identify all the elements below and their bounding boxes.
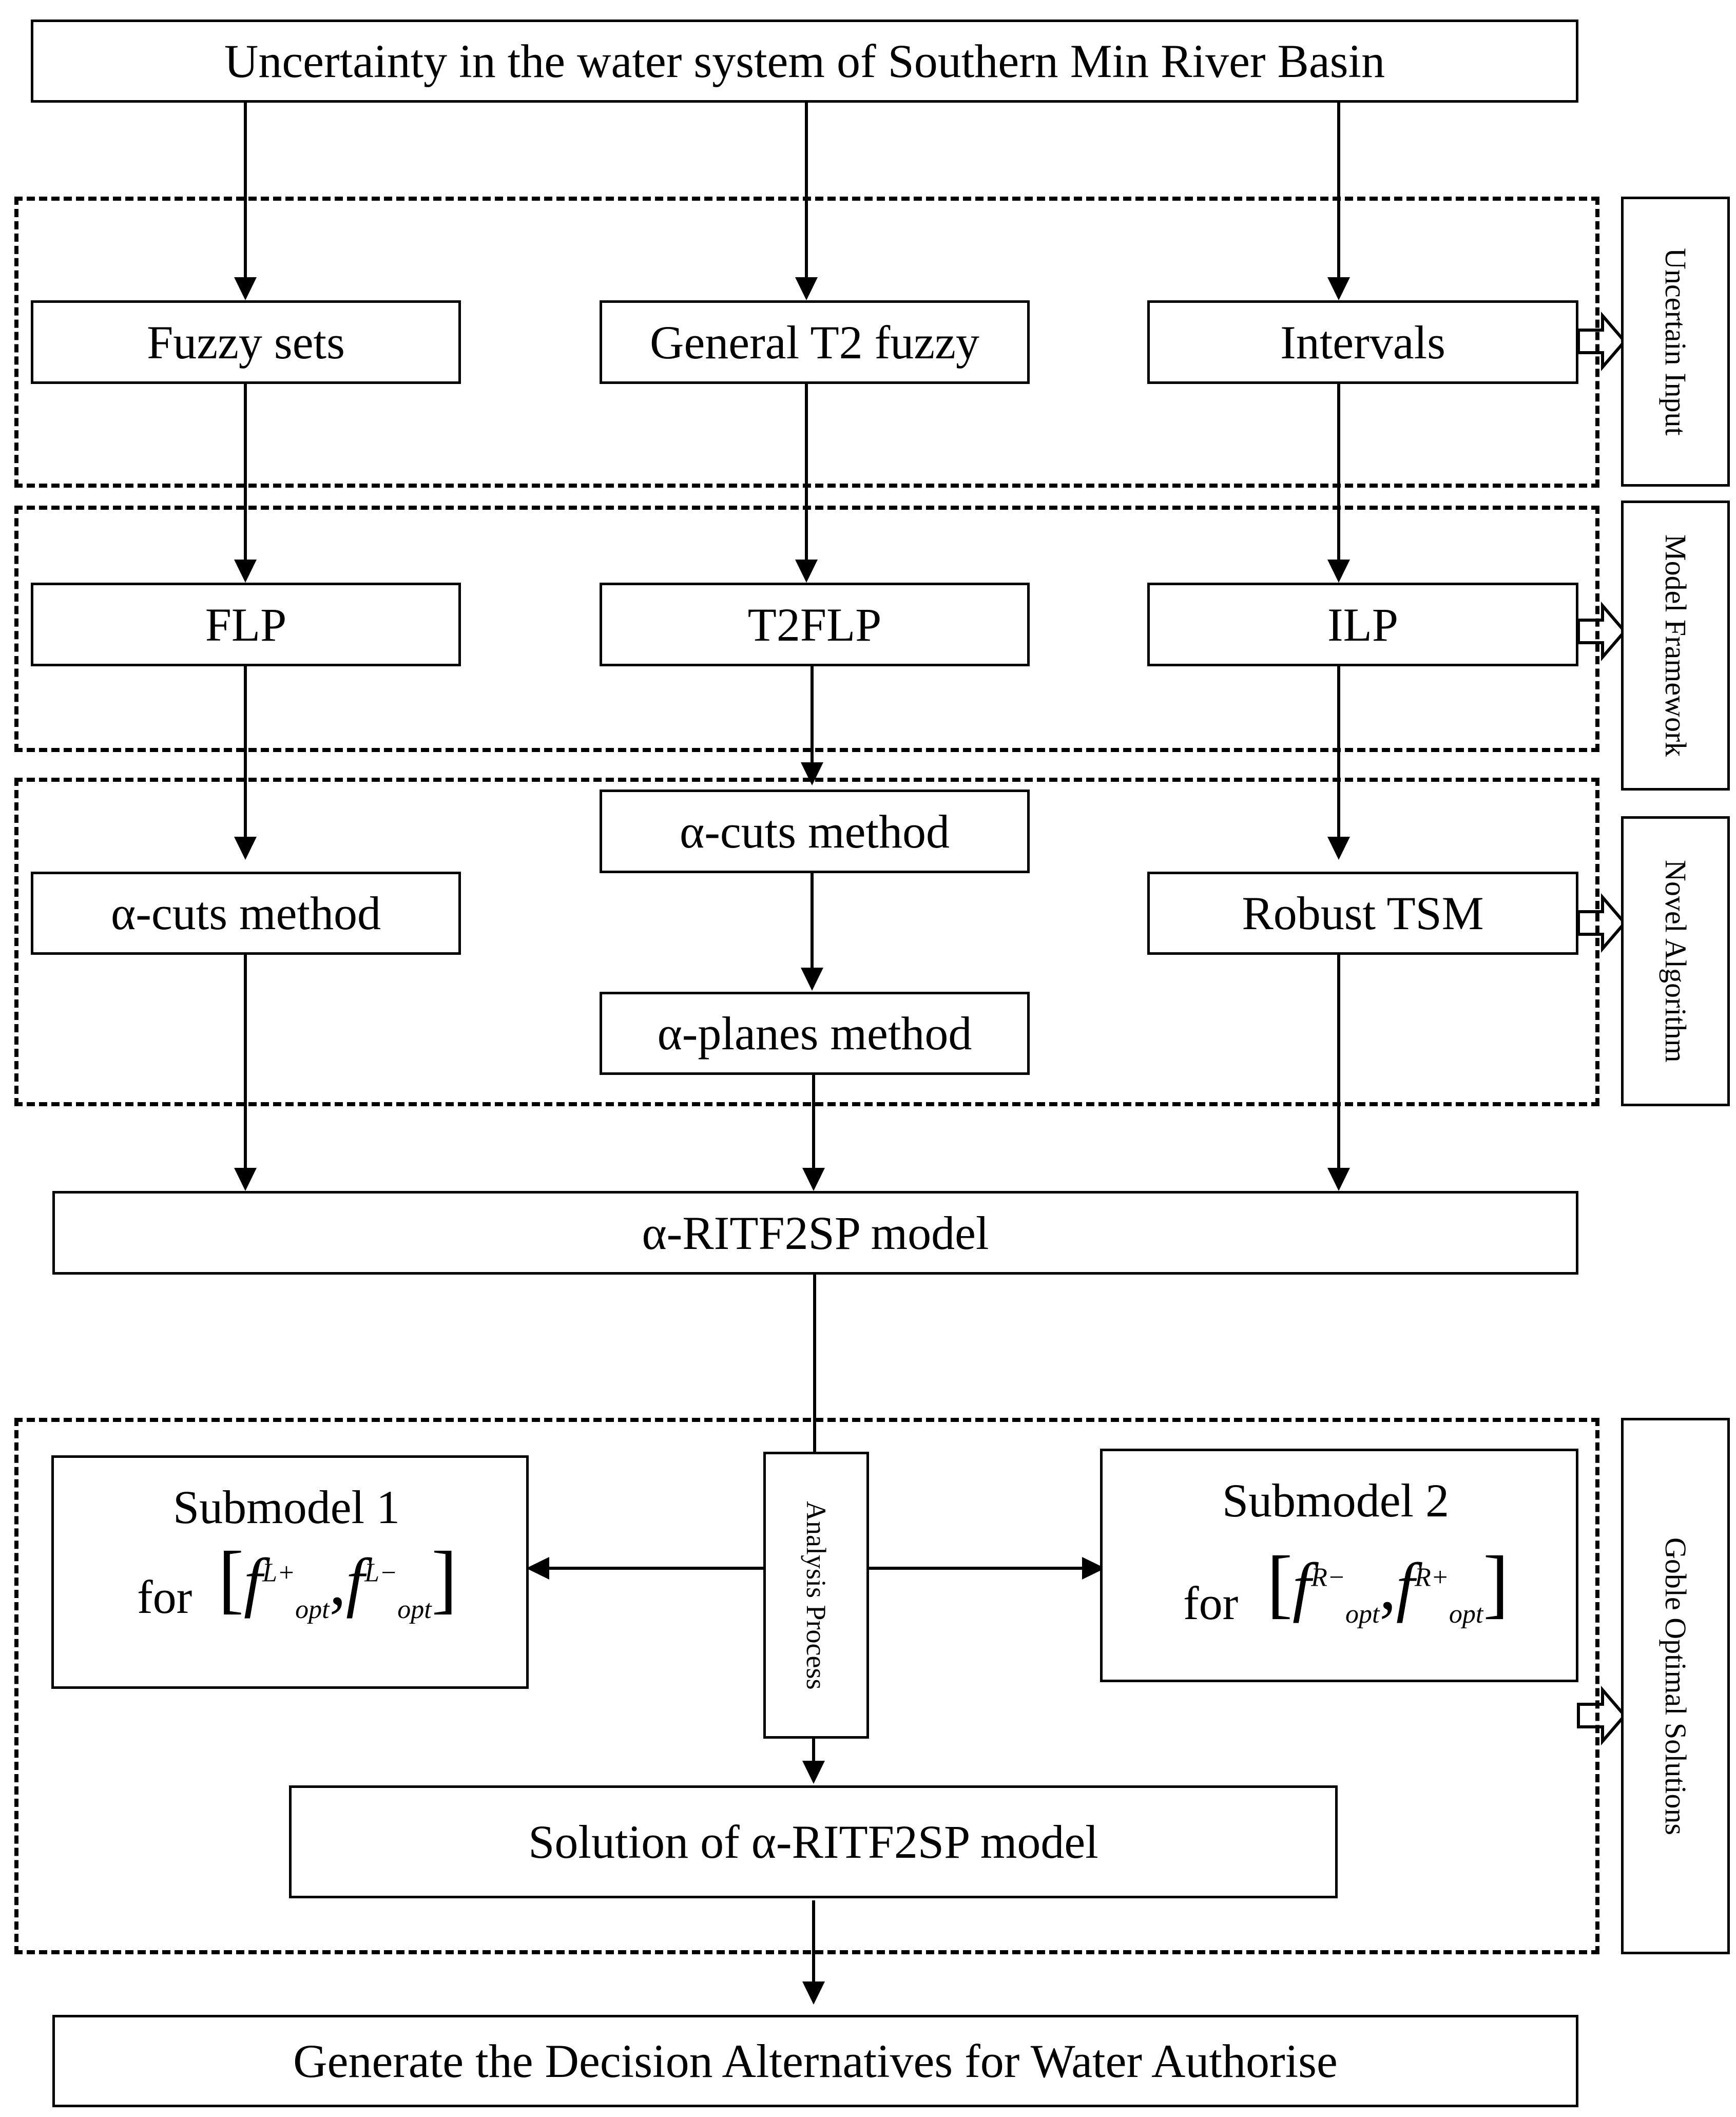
bracket-close-icon: ] bbox=[431, 1536, 457, 1621]
group-optimal-solutions bbox=[14, 1418, 1599, 1954]
interval-lower-sup: R− bbox=[1311, 1563, 1345, 1592]
bracket-close-icon: ] bbox=[1483, 1541, 1509, 1626]
model-label: α-RITF2SP model bbox=[642, 1206, 989, 1259]
interval-upper-base: f bbox=[1396, 1550, 1415, 1624]
hollow-arrow-optimal-solutions bbox=[1577, 1685, 1627, 1746]
arrowhead bbox=[234, 1168, 257, 1191]
fuzzy-sets-label: Fuzzy sets bbox=[147, 316, 345, 369]
arrowhead bbox=[795, 277, 818, 300]
t2flp-label: T2FLP bbox=[747, 598, 882, 651]
robust-tsm-box: Robust TSM bbox=[1147, 872, 1578, 955]
interval-upper-sup: L− bbox=[364, 1558, 398, 1588]
robust-tsm-label: Robust TSM bbox=[1242, 887, 1484, 939]
arrowhead bbox=[234, 837, 257, 860]
flp-box: FLP bbox=[31, 583, 461, 666]
arrowhead bbox=[795, 560, 818, 583]
comma-separator: , bbox=[1379, 1550, 1396, 1624]
side-label-optimal-solutions-text: Goble Optimal Solutions bbox=[1659, 1537, 1692, 1835]
submodel1-interval: [fL+opt,fL−opt] bbox=[218, 1540, 457, 1623]
arrowhead bbox=[802, 1168, 825, 1191]
model-box: α-RITF2SP model bbox=[52, 1191, 1578, 1275]
interval-upper-sup: R+ bbox=[1415, 1563, 1449, 1592]
submodel2-box: Submodel 2 for [fR−opt,fR+opt] bbox=[1100, 1449, 1578, 1682]
final-box: Generate the Decision Alternatives for W… bbox=[52, 2015, 1578, 2107]
alpha-planes-box: α-planes method bbox=[600, 992, 1030, 1075]
arrowhead bbox=[801, 762, 823, 785]
hollow-arrow-novel-algorithm bbox=[1577, 893, 1627, 953]
group-uncertain-input bbox=[14, 197, 1599, 488]
group-novel-algorithm bbox=[14, 778, 1599, 1106]
group-model-framework bbox=[14, 506, 1599, 752]
bracket-open-icon: [ bbox=[1267, 1541, 1293, 1626]
general-t2-fuzzy-label: General T2 fuzzy bbox=[650, 316, 979, 369]
fuzzy-sets-box: Fuzzy sets bbox=[31, 300, 461, 384]
arrowhead bbox=[802, 1761, 825, 1784]
side-label-model-framework-text: Model Framework bbox=[1659, 534, 1692, 757]
submodel1-title: Submodel 1 bbox=[173, 1481, 400, 1533]
arrowhead bbox=[1327, 560, 1350, 583]
arrowhead bbox=[1327, 1168, 1350, 1191]
submodel2-title: Submodel 2 bbox=[1222, 1474, 1450, 1527]
interval-lower-sub: opt bbox=[1345, 1600, 1380, 1629]
t2flp-box: T2FLP bbox=[600, 583, 1030, 666]
arrowhead bbox=[802, 1981, 825, 2005]
submodel2-interval: [fR−opt,fR+opt] bbox=[1267, 1545, 1509, 1628]
ilp-label: ILP bbox=[1327, 598, 1398, 651]
intervals-box: Intervals bbox=[1147, 300, 1578, 384]
side-label-model-framework: Model Framework bbox=[1621, 501, 1730, 791]
side-label-optimal-solutions: Goble Optimal Solutions bbox=[1621, 1418, 1730, 1954]
solution-label: Solution of α-RITF2SP model bbox=[528, 1816, 1098, 1868]
arrowhead bbox=[234, 560, 257, 583]
general-t2-fuzzy-box: General T2 fuzzy bbox=[600, 300, 1030, 384]
interval-upper-sub: opt bbox=[1449, 1600, 1483, 1629]
interval-lower-sub: opt bbox=[295, 1595, 330, 1624]
alpha-planes-label: α-planes method bbox=[657, 1007, 972, 1060]
submodel2-for-label: for bbox=[1183, 1577, 1239, 1629]
arrowhead bbox=[801, 968, 823, 991]
arrowhead bbox=[526, 1557, 549, 1580]
ilp-box: ILP bbox=[1147, 583, 1578, 666]
side-label-novel-algorithm: Novel Algorithm bbox=[1621, 816, 1730, 1106]
alpha-cuts-center-box: α-cuts method bbox=[600, 790, 1030, 873]
interval-lower-base: f bbox=[1292, 1550, 1311, 1624]
arrowhead bbox=[234, 277, 257, 300]
arrowhead bbox=[1327, 837, 1350, 860]
final-label: Generate the Decision Alternatives for W… bbox=[293, 2035, 1338, 2087]
submodel1-for-label: for bbox=[137, 1571, 192, 1623]
hollow-arrow-model-framework bbox=[1577, 601, 1627, 662]
intervals-label: Intervals bbox=[1280, 316, 1445, 369]
side-label-uncertain-input: Uncertain Input bbox=[1621, 197, 1730, 487]
alpha-cuts-left-label: α-cuts method bbox=[111, 887, 381, 939]
interval-upper-base: f bbox=[346, 1545, 365, 1619]
solution-box: Solution of α-RITF2SP model bbox=[289, 1785, 1338, 1898]
submodel1-box: Submodel 1 for [fL+opt,fL−opt] bbox=[51, 1455, 529, 1689]
interval-lower-base: f bbox=[243, 1545, 263, 1619]
alpha-cuts-left-box: α-cuts method bbox=[31, 872, 461, 955]
analysis-process-label: Analysis Process bbox=[801, 1500, 832, 1690]
interval-upper-sub: opt bbox=[397, 1595, 432, 1624]
interval-lower-sup: L+ bbox=[262, 1558, 296, 1588]
flp-label: FLP bbox=[205, 598, 287, 651]
arrowhead bbox=[1327, 277, 1350, 300]
hollow-arrow-uncertain-input bbox=[1577, 311, 1627, 372]
bracket-open-icon: [ bbox=[218, 1536, 244, 1621]
top-box-label: Uncertainty in the water system of South… bbox=[224, 35, 1385, 87]
analysis-process-box: Analysis Process bbox=[763, 1452, 869, 1739]
arrowhead bbox=[1082, 1557, 1105, 1580]
alpha-cuts-center-label: α-cuts method bbox=[680, 805, 950, 858]
comma-separator: , bbox=[329, 1545, 346, 1619]
side-label-uncertain-input-text: Uncertain Input bbox=[1659, 247, 1692, 436]
top-box: Uncertainty in the water system of South… bbox=[31, 20, 1578, 103]
side-label-novel-algorithm-text: Novel Algorithm bbox=[1659, 860, 1692, 1063]
